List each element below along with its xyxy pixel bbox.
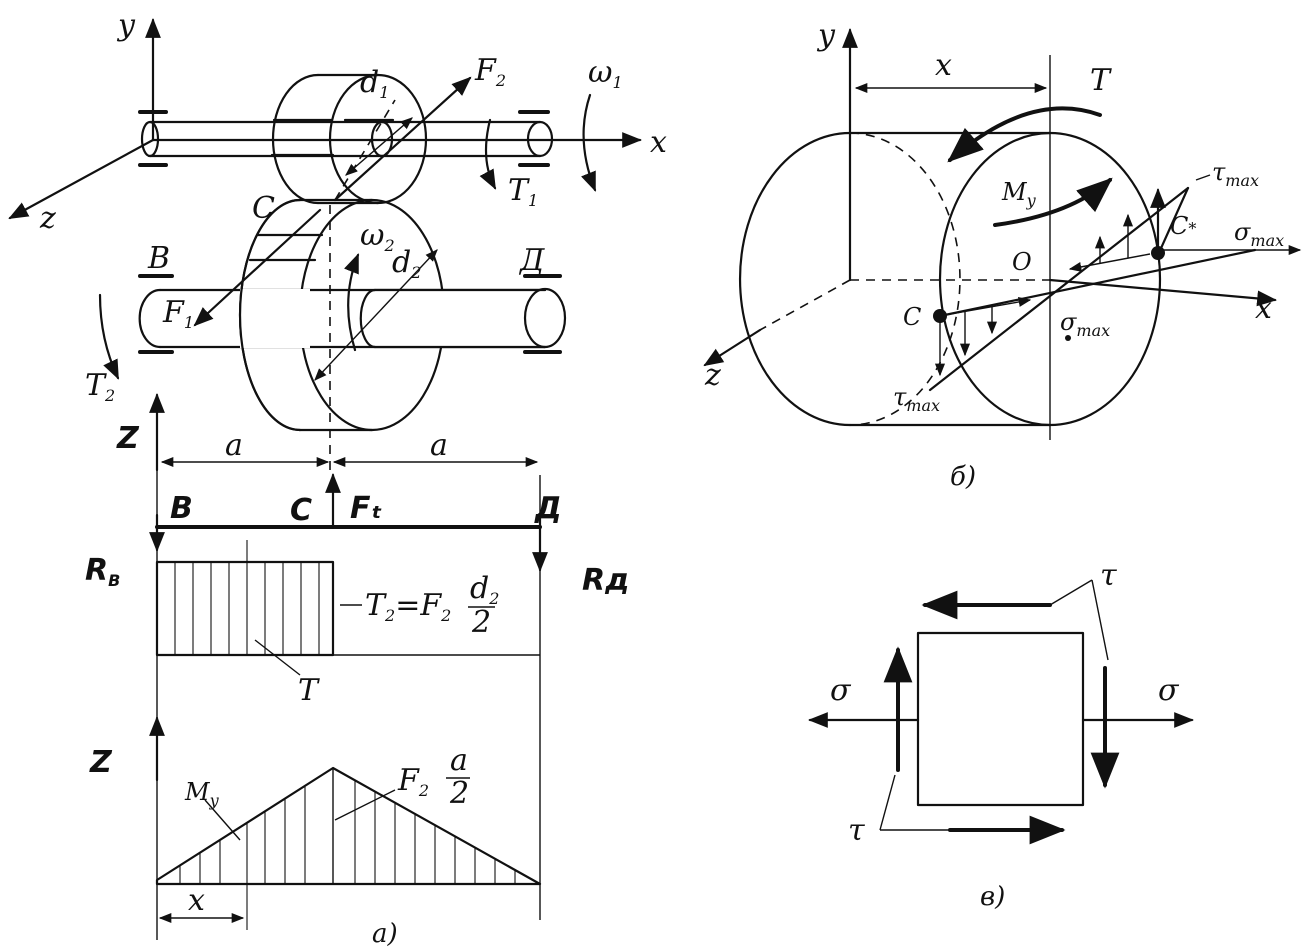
label-torque-T: T bbox=[298, 673, 320, 708]
T2-arrow bbox=[98, 293, 120, 380]
x-axis-b bbox=[1048, 278, 1277, 307]
lower-shaft-right-end bbox=[523, 287, 567, 349]
label-sigma-left-c: σ bbox=[830, 673, 852, 708]
label-point-C-gear: C bbox=[252, 191, 275, 226]
torque-diagram bbox=[155, 560, 335, 657]
force-F1-arrow bbox=[193, 208, 322, 327]
label-tau-bottom-c: τ bbox=[848, 813, 865, 848]
label-moment-peak: F2 bbox=[397, 763, 429, 800]
stress-element bbox=[916, 631, 1085, 807]
label-Cstar: C* bbox=[1170, 212, 1196, 240]
label-sigma-max-right: σmax bbox=[1234, 218, 1284, 250]
label-torque-formula-num: d2 bbox=[470, 571, 499, 608]
moment-My-arrow-b bbox=[993, 177, 1113, 227]
label-moment-peak-num: a bbox=[450, 743, 468, 778]
label-y-b: y bbox=[816, 18, 836, 53]
label-beam-D: Д bbox=[534, 491, 562, 526]
label-tau-top-c: τ bbox=[1100, 558, 1117, 593]
label-beam-B: B bbox=[170, 491, 193, 526]
label-T2: T2 bbox=[85, 368, 115, 405]
label-My-a: My bbox=[184, 778, 220, 810]
label-x-a: x bbox=[650, 125, 667, 160]
caption-a: а) bbox=[372, 919, 398, 948]
sigma-distribution-line bbox=[938, 248, 1257, 318]
label-beam-Ft: Fₜ bbox=[350, 491, 382, 526]
label-C-b: C bbox=[903, 303, 921, 331]
panel-a-beam bbox=[149, 393, 548, 940]
T1-arrow bbox=[479, 118, 497, 190]
gear1-face bbox=[328, 73, 428, 205]
label-torque-formula-den: 2 bbox=[471, 605, 491, 640]
label-d1: d1 bbox=[360, 65, 389, 102]
label-origin-O: O bbox=[1012, 248, 1032, 276]
label-z-b: z bbox=[704, 358, 721, 393]
gear1-back bbox=[271, 73, 320, 205]
moment-diagram bbox=[155, 766, 542, 886]
panel-c-element bbox=[808, 579, 1194, 845]
label-tau-max-top: τmax bbox=[1212, 158, 1259, 190]
label-dim-x-b: x bbox=[935, 48, 952, 83]
d2-dimension bbox=[314, 249, 438, 381]
label-tau-max-bottom: τmax bbox=[893, 383, 940, 415]
upper-shaft bbox=[148, 120, 542, 158]
label-F2-top: F2 bbox=[474, 53, 506, 90]
label-torque-T-b: T bbox=[1090, 63, 1112, 98]
label-z-a: z bbox=[39, 201, 56, 236]
d1-dimension bbox=[345, 117, 413, 176]
omega1-arrow bbox=[581, 93, 597, 192]
z-axis-a bbox=[8, 138, 155, 220]
label-beam-Z1: Z bbox=[116, 421, 140, 456]
label-a-left: a bbox=[225, 428, 243, 463]
upper-shaft-left-end bbox=[140, 120, 160, 158]
label-omega2: ω2 bbox=[360, 218, 395, 255]
point-C-b bbox=[933, 309, 947, 323]
label-omega1: ω1 bbox=[588, 55, 623, 92]
label-beam-Z2: Z bbox=[89, 745, 113, 780]
label-D-support: Д bbox=[518, 243, 545, 278]
tau-distribution-line bbox=[928, 186, 1190, 392]
label-T1: T1 bbox=[508, 173, 538, 210]
label-moment-peak-den: 2 bbox=[449, 776, 469, 811]
label-dim-x-a: x bbox=[188, 883, 205, 918]
label-sigma-right-c: σ bbox=[1158, 673, 1180, 708]
caption-b: б) bbox=[950, 462, 976, 492]
moment-hatching bbox=[179, 768, 516, 930]
panel-a-gears bbox=[8, 18, 642, 470]
label-beam-C: C bbox=[290, 493, 312, 528]
label-F1: F1 bbox=[162, 295, 194, 332]
label-y-a: y bbox=[116, 8, 136, 43]
point-Cstar bbox=[1151, 246, 1165, 260]
torque-hatching bbox=[174, 540, 320, 655]
label-My-b: My bbox=[1001, 178, 1037, 210]
label-B-support: B bbox=[147, 241, 170, 276]
gear1-rim bbox=[316, 73, 380, 205]
caption-c: в) bbox=[980, 882, 1005, 912]
shaft-b-outline bbox=[848, 131, 1052, 427]
omega2-arrow bbox=[344, 253, 360, 352]
label-torque-formula: T2=F2 bbox=[365, 588, 451, 625]
label-reaction-RB: RB bbox=[85, 553, 120, 590]
z-axis-b bbox=[703, 328, 762, 367]
label-a-right: a bbox=[430, 428, 448, 463]
label-reaction-RD: Rд bbox=[582, 563, 629, 598]
panel-b-shaft bbox=[703, 28, 1302, 440]
label-sigma-max-lower: σmax bbox=[1060, 308, 1110, 340]
torque-T-arrow-b bbox=[947, 106, 1102, 163]
label-d2: d2 bbox=[392, 245, 421, 282]
label-x-b: x bbox=[1255, 291, 1272, 326]
upper-shaft-right-end bbox=[526, 120, 554, 158]
